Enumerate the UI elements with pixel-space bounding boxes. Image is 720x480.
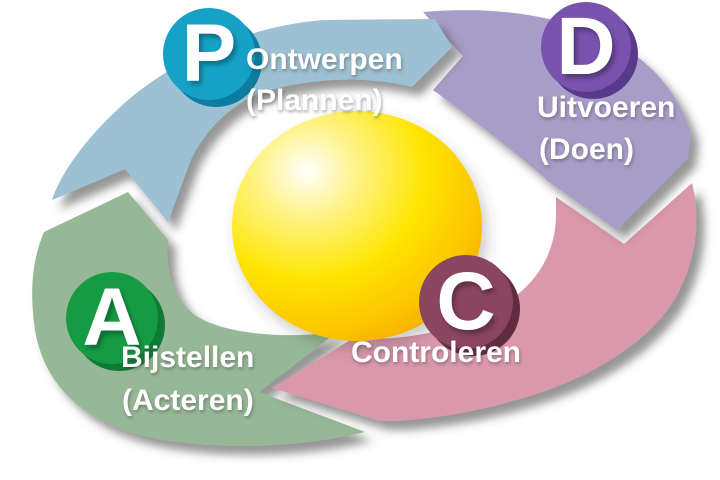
act-badge-letter: A (82, 272, 142, 363)
do-sublabel: (Doen) (539, 133, 634, 166)
plan-sublabel: (Plannen) (246, 84, 383, 117)
check-badge (419, 255, 513, 349)
do-label: Uitvoeren (537, 91, 676, 124)
center-sphere (232, 111, 482, 341)
act-arrow (32, 192, 365, 446)
plan-badge (163, 8, 255, 100)
do-badge-letter: D (556, 1, 616, 92)
check-badge-letter: C (436, 256, 496, 347)
plan-arrow (52, 19, 452, 222)
check-label: Controleren (351, 336, 522, 369)
plan-label: Ontwerpen (246, 43, 403, 76)
check-arrow (272, 183, 697, 421)
act-badge (66, 272, 158, 364)
act-sublabel: (Acteren) (122, 384, 254, 417)
plan-badge-letter: P (181, 8, 237, 99)
act-label: Bijstellen (121, 341, 255, 374)
do-badge (541, 2, 631, 92)
